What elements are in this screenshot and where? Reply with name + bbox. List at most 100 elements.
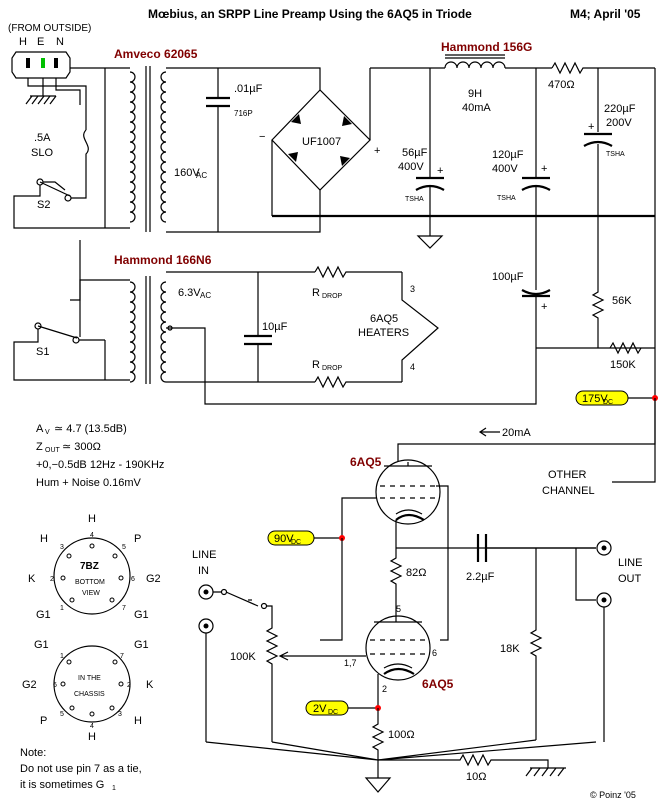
- rdrop-bottom-icon: [314, 375, 402, 389]
- filament-secondary-sub: AC: [200, 291, 211, 300]
- cathode-voltage-sub: DC: [328, 709, 338, 716]
- film-cap-value: .01µF: [234, 83, 263, 95]
- supply-current: 20mA: [502, 427, 531, 439]
- filament-transformer-icon: [104, 271, 655, 405]
- resistor-cathode-value: 100Ω: [388, 729, 415, 741]
- filter-cap-3-voltage: 200V: [606, 117, 632, 129]
- b-plus-voltage: 175V: [582, 393, 608, 405]
- resistor-ground-icon: [378, 753, 566, 777]
- top-tube-icon: [341, 459, 449, 641]
- pinout-bottom-line2: BOTTOM: [75, 579, 105, 586]
- filter-cap-1-value: 56µF: [402, 147, 428, 159]
- choke-label: Hammond 156G: [441, 40, 532, 54]
- pinout-bottom-num-6: 6: [131, 576, 135, 583]
- heater-cap-value: 10µF: [262, 321, 288, 333]
- choke-value: 9H: [468, 88, 482, 100]
- note-title: Note:: [20, 747, 46, 759]
- switch-s2-icon: [13, 178, 105, 229]
- pinout-chassis-label-h-bottom: H: [88, 731, 96, 743]
- pinout-chassis-num-1: 1: [60, 653, 64, 660]
- spec-frequency: +0,−0.5dB 12Hz - 190KHz: [36, 459, 164, 471]
- heater-label-1: 6AQ5: [370, 313, 398, 325]
- bottom-tube-icon: [365, 612, 431, 708]
- mid-voltage-tag: [267, 530, 345, 546]
- fuse-rating: .5A: [34, 132, 51, 144]
- title: Mœbius, an SRPP Line Preamp Using the 6A…: [148, 7, 472, 21]
- inlet-pin-n: N: [56, 36, 64, 48]
- inlet-caption: (FROM OUTSIDE): [8, 23, 91, 34]
- rdrop-top-sub: DROP: [322, 293, 343, 300]
- bias-resistor-56k-value: 56K: [612, 295, 632, 307]
- pinout-bottom-num-4: 4: [90, 532, 94, 539]
- filter-cap-1-icon: [415, 68, 445, 232]
- filter-cap-3-icon: [583, 68, 613, 284]
- pinout-bottom-num-3: 3: [60, 544, 64, 551]
- bias-resistor-56k-icon: [591, 284, 605, 348]
- load-resistor-18k-icon: [529, 548, 543, 740]
- fuse-type: SLO: [31, 147, 53, 159]
- iec-inlet: [11, 51, 71, 79]
- switch-s1-icon: [13, 82, 105, 381]
- pinout-bottom-label-h-left: H: [40, 533, 48, 545]
- heater-filament-icon: [401, 272, 439, 382]
- filter-cap-2-plus: +: [541, 163, 547, 175]
- mid-voltage: 90V: [274, 533, 294, 545]
- bias-cap-plus: +: [541, 301, 547, 313]
- input-selector-icon: [220, 588, 273, 620]
- pinout-bottom-num-2: 2: [50, 576, 54, 583]
- filter-cap-1-type: TSHA: [405, 196, 424, 203]
- b-plus-voltage-sub: DC: [603, 399, 613, 406]
- choke-icon: [444, 54, 506, 69]
- bottom-tube-pin-6: 6: [432, 648, 437, 658]
- line-in-label-1: LINE: [192, 549, 216, 561]
- mid-voltage-sub: DC: [291, 539, 301, 546]
- bias-cap-icon: [521, 280, 551, 348]
- series-resistor-value: 470Ω: [548, 79, 575, 91]
- pinout-bottom-num-5: 5: [122, 544, 126, 551]
- cathode-voltage-tag: [305, 700, 381, 716]
- pinout-bottom-label-g1-right: G1: [134, 609, 149, 621]
- line-in-label-2: IN: [198, 565, 209, 577]
- pinout-chassis-label-g1-left: G1: [34, 639, 49, 651]
- bridge-plus: +: [374, 145, 380, 157]
- note-line-3: it is sometimes G: [20, 779, 104, 791]
- filament-transformer-label: Hammond 166N6: [114, 253, 212, 267]
- bias-resistor-150k-value: 150K: [610, 359, 636, 371]
- copyright: © Poinz '05: [590, 790, 636, 800]
- pinout-bottom-label-p: P: [134, 533, 141, 545]
- series-resistor-icon: [551, 61, 655, 75]
- pinout-bottom-label-g2: G2: [146, 573, 161, 585]
- line-in-jack-icon[interactable]: [198, 584, 222, 742]
- volume-pot-icon[interactable]: [265, 620, 279, 742]
- pinout-chassis-num-2: 2: [127, 682, 131, 689]
- line-out-jack-icon[interactable]: [596, 540, 612, 742]
- date: M4; April '05: [570, 7, 641, 21]
- cathode-voltage: 2V: [313, 703, 327, 715]
- pinout-chassis-num-4: 4: [90, 723, 94, 730]
- rdrop-top-icon: [314, 265, 402, 279]
- filter-cap-2-type: TSHA: [497, 195, 516, 202]
- top-tube-label: 6AQ5: [350, 455, 382, 469]
- rdrop-top-label: R: [312, 287, 320, 299]
- pinout-bottom-label-h-top: H: [88, 513, 96, 525]
- b-plus-voltage-tag: [575, 390, 658, 406]
- pinout-bottom-line3: VIEW: [82, 590, 100, 597]
- other-channel-2: CHANNEL: [542, 485, 595, 497]
- volume-pot-value: 100K: [230, 651, 256, 663]
- bottom-tube-pin-17: 1,7: [344, 658, 357, 668]
- pinout-chassis-num-5: 5: [60, 711, 64, 718]
- pinout-bottom-label-g1-left: G1: [36, 609, 51, 621]
- pinout-chassis-label-p: P: [40, 715, 47, 727]
- output-cap-value: 2.2µF: [466, 571, 495, 583]
- pinout-chassis-label-h-right: H: [134, 715, 142, 727]
- heater-pin-top: 3: [410, 284, 415, 294]
- spec-zout-value: ≃ 300Ω: [62, 441, 101, 453]
- bridge-minus: −: [259, 131, 265, 143]
- bottom-tube-pin-5: 5: [396, 604, 401, 614]
- resistor-82-value: 82Ω: [406, 567, 426, 579]
- inlet-pin-h: H: [19, 36, 27, 48]
- pinout-bottom-label-k: K: [28, 573, 36, 585]
- filter-cap-3-plus: +: [588, 121, 594, 133]
- resistor-82-icon: [389, 548, 403, 612]
